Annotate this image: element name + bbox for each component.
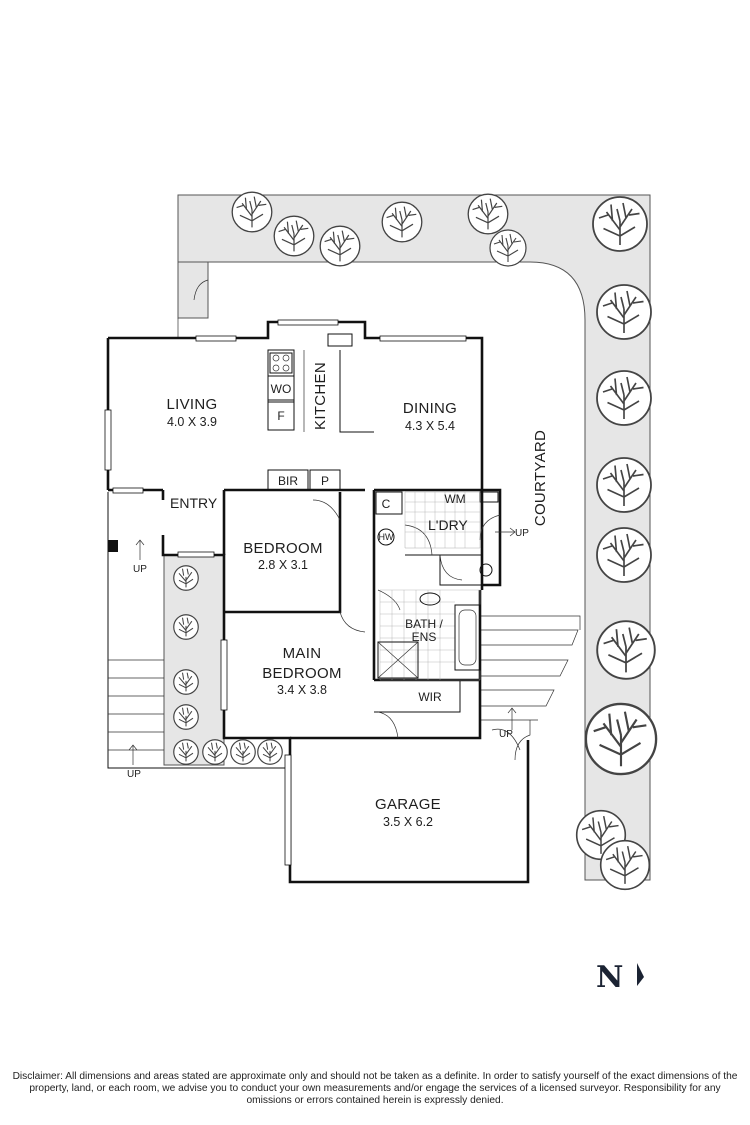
- north-arrow-icon: [636, 963, 644, 986]
- front-steps: [107, 492, 290, 769]
- dining-name: DINING: [403, 400, 457, 417]
- cupboard-label: C: [382, 497, 391, 511]
- tree-icon: [596, 284, 652, 340]
- room-labels: LIVING 4.0 X 3.9 DINING 4.3 X 5.4 KITCHE…: [127, 362, 549, 829]
- living-dims: 4.0 X 3.9: [167, 415, 217, 429]
- cupboards: [267, 469, 341, 491]
- north-label: N: [596, 960, 624, 995]
- tree-icon: [596, 620, 656, 680]
- laundry-fixtures: [375, 491, 499, 577]
- shrub-icon: [173, 669, 199, 695]
- laundry-name: L'DRY: [428, 517, 468, 533]
- basin-icon: [419, 592, 441, 606]
- tree-icon: [584, 702, 658, 776]
- shrub-icon: [173, 739, 199, 765]
- courtyard-name: COURTYARD: [532, 430, 549, 526]
- up-label: UP: [499, 729, 513, 740]
- dining-dims: 4.3 X 5.4: [405, 419, 455, 433]
- bathtub-icon: [454, 604, 481, 671]
- arrow-up-icon: [507, 707, 517, 730]
- arrow-right-icon: [495, 527, 516, 537]
- tree-icon: [592, 196, 648, 252]
- shrub-icon: [230, 739, 256, 765]
- tree-icon: [467, 193, 509, 235]
- up-label: UP: [127, 769, 141, 780]
- courtyard-steps: [480, 615, 581, 761]
- doors: [312, 499, 501, 739]
- shrub-icon: [257, 739, 283, 765]
- garage-dims: 3.5 X 6.2: [383, 815, 433, 829]
- garden-bed: [163, 554, 283, 766]
- sink-icon: [327, 333, 353, 347]
- kitchen-name: KITCHEN: [312, 362, 329, 430]
- kitchen-fixtures: [267, 333, 374, 433]
- shrub-icon: [202, 739, 228, 765]
- living-name: LIVING: [167, 396, 218, 413]
- wall-oven-label: WO: [271, 382, 292, 396]
- bir-label: BIR: [278, 474, 298, 488]
- windows: [104, 319, 467, 866]
- hot-water-icon: [377, 528, 395, 546]
- tree-icon: [599, 839, 651, 891]
- garage-name: GARAGE: [375, 796, 441, 813]
- north-compass: N: [596, 960, 648, 995]
- pantry-label: P: [321, 474, 329, 488]
- bedroom-dims: 2.8 X 3.1: [258, 558, 308, 572]
- tree-icon: [596, 527, 652, 583]
- arrow-up-icon: [128, 744, 138, 765]
- arrow-up-icon: [135, 539, 145, 560]
- tree-icon: [489, 229, 527, 267]
- bedroom-name: BEDROOM: [243, 540, 323, 557]
- main-bedroom-dims: 3.4 X 3.8: [277, 683, 327, 697]
- bath-name-1: BATH /: [405, 617, 443, 631]
- tree-icon: [319, 225, 361, 267]
- entry-name: ENTRY: [170, 495, 218, 511]
- washing-machine-label: WM: [444, 492, 465, 506]
- tree-icon: [596, 457, 652, 513]
- paved-area: [177, 194, 651, 881]
- tree-icon: [273, 215, 315, 257]
- main-bedroom-name-1: MAIN: [283, 645, 322, 662]
- shrub-icon: [173, 614, 199, 640]
- bath-fixtures: [377, 589, 481, 681]
- shrub-icon: [173, 704, 199, 730]
- hot-water-label: HW: [379, 532, 394, 542]
- toilet-icon: [479, 563, 493, 577]
- floor-plan: LIVING 4.0 X 3.9 DINING 4.3 X 5.4 KITCHE…: [104, 191, 658, 891]
- cooktop-icon: [269, 352, 293, 374]
- main-bedroom-name-2: BEDROOM: [262, 665, 342, 682]
- shrub-icon: [173, 565, 199, 591]
- up-arrows: [128, 527, 517, 765]
- up-label: UP: [133, 564, 147, 575]
- shower-icon: [377, 641, 419, 679]
- tree-icon: [381, 201, 423, 243]
- disclaimer-text: Disclaimer: All dimensions and areas sta…: [12, 1071, 738, 1106]
- tree-icon: [231, 191, 273, 233]
- wir-name: WIR: [418, 690, 442, 704]
- up-label: UP: [515, 528, 529, 539]
- fridge-label: F: [277, 409, 284, 423]
- tree-icon: [596, 370, 652, 426]
- bath-name-2: ENS: [412, 630, 437, 644]
